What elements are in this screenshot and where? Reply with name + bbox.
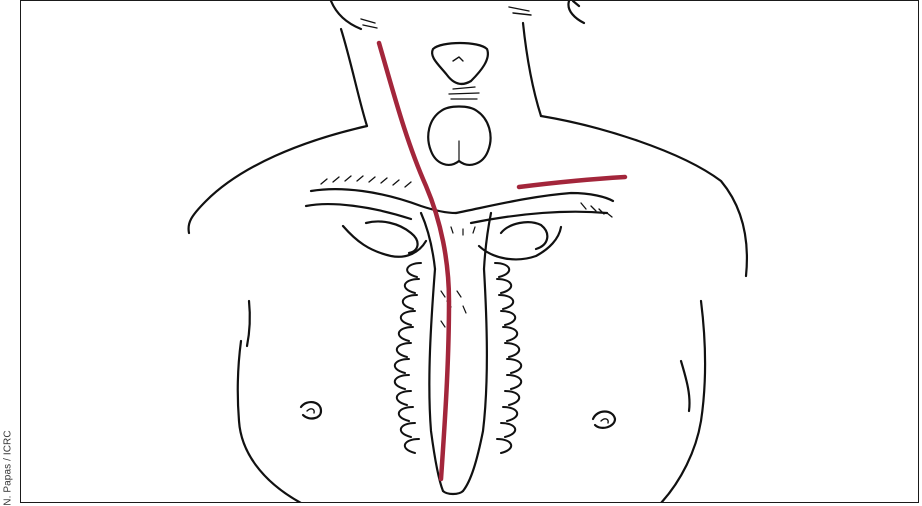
anatomical-illustration bbox=[21, 1, 919, 503]
ribs-right bbox=[495, 263, 521, 453]
ribs-left bbox=[395, 263, 421, 453]
supraclavicular-incision bbox=[519, 177, 625, 187]
photo-credit-text: N. Papas / ICRC bbox=[3, 430, 14, 505]
illustration-frame bbox=[20, 0, 919, 503]
torso-outline bbox=[189, 116, 747, 503]
left-nipple bbox=[301, 402, 321, 418]
sternum bbox=[429, 269, 487, 494]
nipples bbox=[301, 402, 615, 428]
neck-sternal-incision bbox=[379, 43, 449, 479]
photo-credit: N. Papas / ICRC bbox=[0, 433, 16, 503]
jaw-lines bbox=[331, 1, 584, 29]
larynx bbox=[432, 43, 488, 99]
thyroid-gland bbox=[428, 107, 490, 165]
manubrium bbox=[343, 213, 561, 269]
incision-lines bbox=[379, 43, 625, 479]
